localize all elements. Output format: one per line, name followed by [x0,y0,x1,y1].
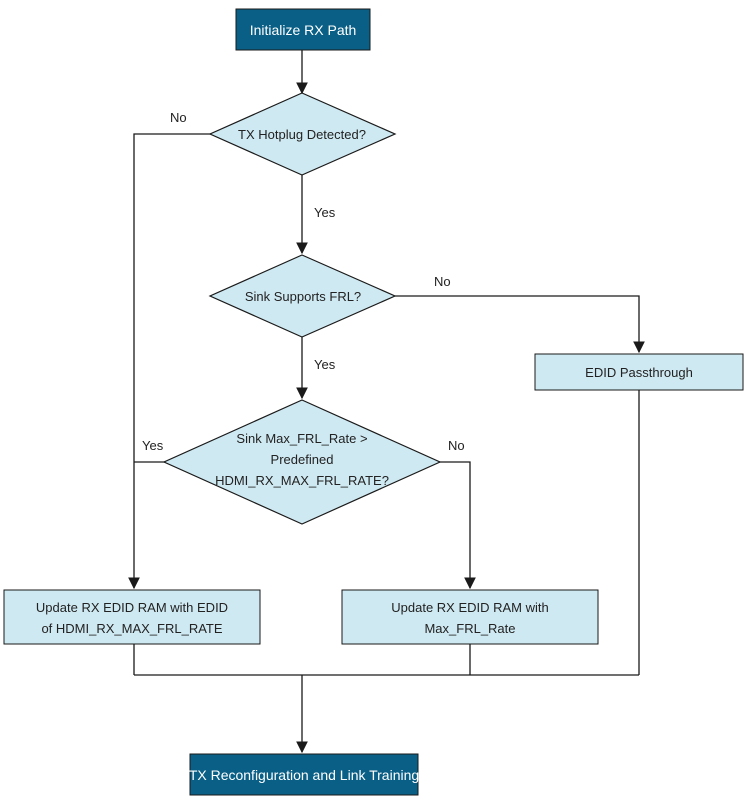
passthrough-label: EDID Passthrough [585,365,693,380]
start-label: Initialize RX Path [250,22,357,38]
start-box [235,8,371,51]
edge-frl-no [395,295,645,354]
label-frl-no: No [434,274,451,289]
update-predef-label-line2: of HDMI_RX_MAX_FRL_RATE [41,621,222,636]
edge-rate-no [439,461,476,590]
update-sink-box [341,589,599,645]
end-label: TX Reconfiguration and Link Training [189,767,419,783]
update-sink-label-line1: Update RX EDID RAM with [391,600,549,615]
update-sink-label-line2: Max_FRL_Rate [424,621,515,636]
edge-hotplug-no [128,133,212,590]
supports-frl-label: Sink Supports FRL? [245,289,361,304]
max-rate-label-line2: Predefined [271,452,334,467]
connectors [128,50,645,754]
label-frl-yes: Yes [314,357,336,372]
end-box [189,753,419,796]
update-predef-label-line1: Update RX EDID RAM with EDID [36,600,228,615]
label-rate-no: No [448,438,465,453]
max-rate-label-line1: Sink Max_FRL_Rate > [236,431,367,446]
label-hotplug-yes: Yes [314,205,336,220]
label-hotplug-no: No [170,110,187,125]
passthrough-box [534,353,744,391]
hotplug-label: TX Hotplug Detected? [238,127,366,142]
max-rate-label-line3: HDMI_RX_MAX_FRL_RATE? [215,473,389,488]
hotplug-decision [208,92,397,176]
max-rate-decision [162,399,442,525]
update-predef-box [3,589,261,645]
supports-frl-decision [208,254,397,338]
label-rate-yes: Yes [142,438,164,453]
